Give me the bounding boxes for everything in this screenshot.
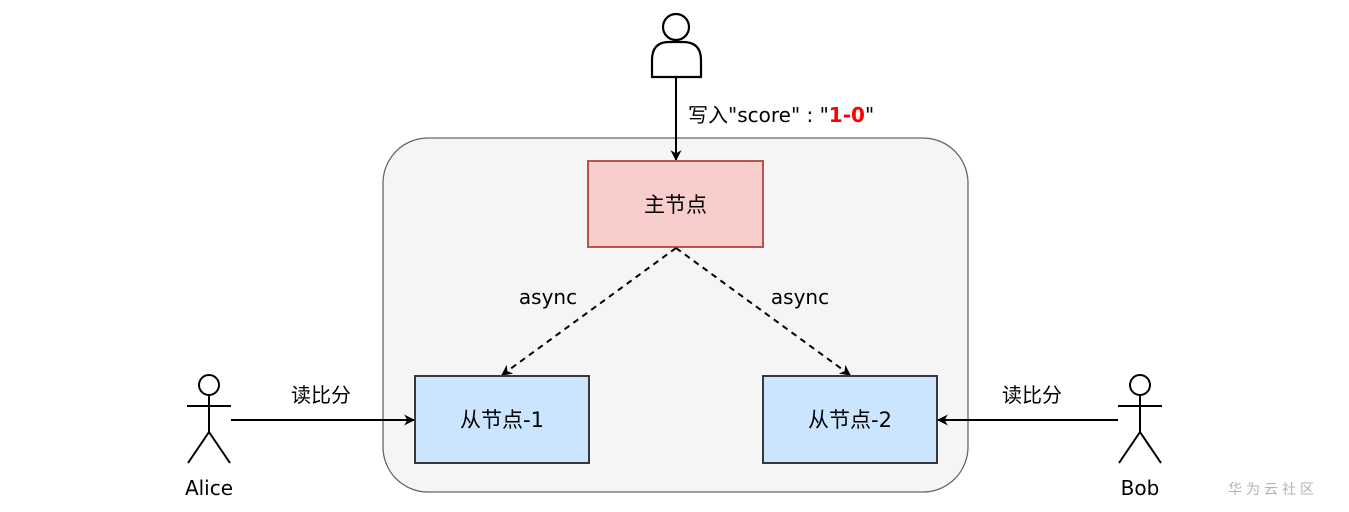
alice-read-label: 读比分 [291,383,351,407]
write-label: 写入"score" : "1-0" [688,103,874,127]
primary-node-label: 主节点 [644,193,707,217]
replica-node-1: 从节点-1 [414,375,590,464]
watermark: 华为云社区 [1228,482,1318,498]
alice-stick-figure-icon [187,374,231,464]
async-link-2 [675,247,851,376]
bob-read-label: 读比分 [1002,383,1062,407]
async-label-2: async [771,285,829,309]
writer-user-icon [650,12,703,79]
alice-name: Alice [185,476,233,500]
async-label-1: async [519,285,577,309]
replica-node-2: 从节点-2 [762,375,938,464]
replica-node-2-label: 从节点-2 [808,408,892,432]
replica-node-1-label: 从节点-1 [460,408,544,432]
bob-name: Bob [1121,476,1160,500]
bob-stick-figure-icon [1118,374,1162,464]
primary-node: 主节点 [587,160,764,248]
score-value: 1-0 [829,103,865,127]
async-link-1 [501,247,677,376]
